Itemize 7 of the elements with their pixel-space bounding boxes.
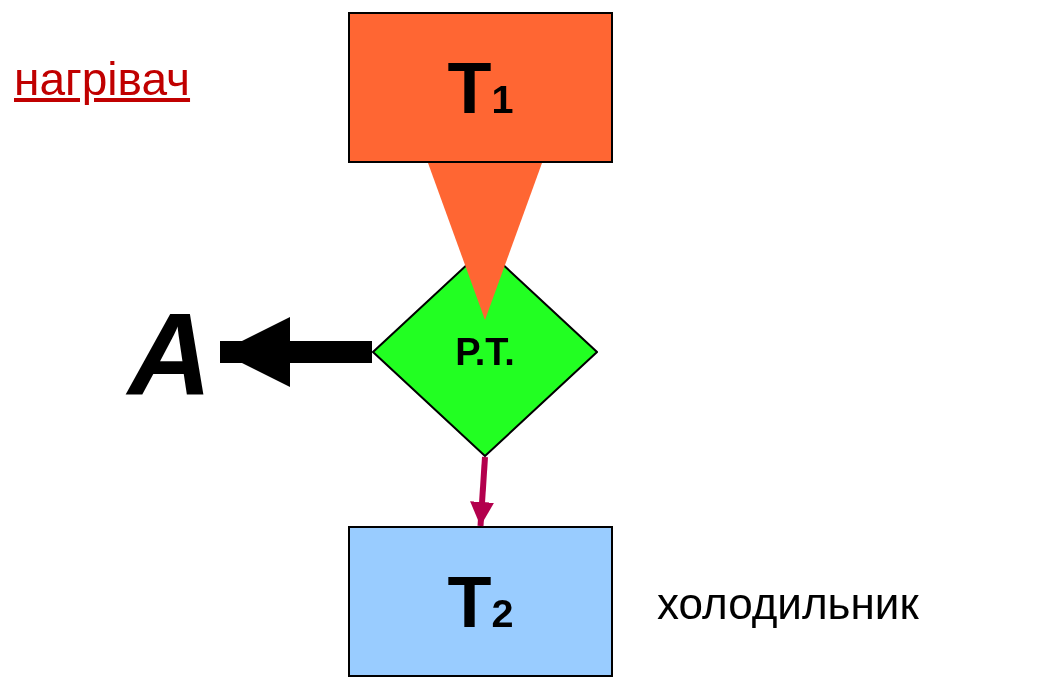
quantity-label: A <box>128 297 212 413</box>
arrow <box>470 456 495 527</box>
node-label: Р.Т. <box>455 333 515 371</box>
arrow <box>220 317 372 387</box>
caption-text: нагрівач <box>14 54 191 105</box>
caption-text: холодильник <box>657 580 919 629</box>
arrow <box>428 163 542 320</box>
